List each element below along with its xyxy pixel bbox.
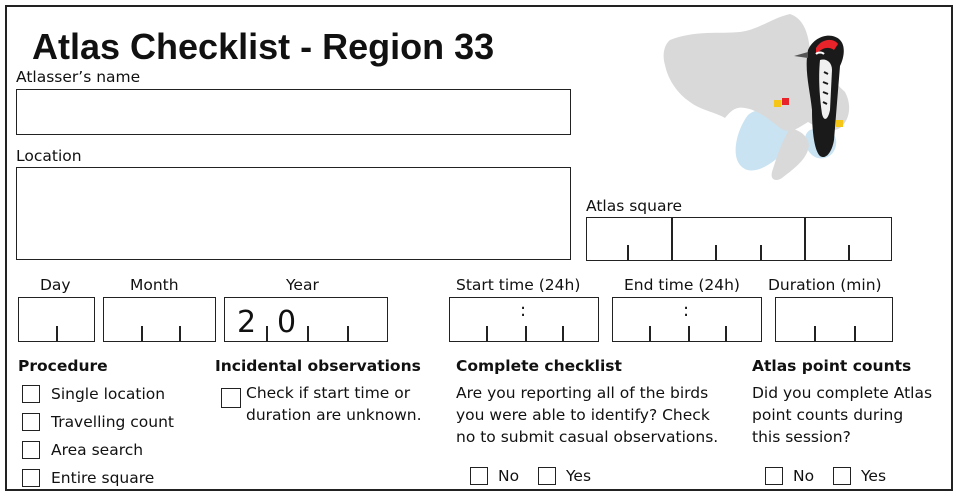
point-counts-line-1: Did you complete Atlas [752,384,933,402]
start-time-colon: : [520,300,527,321]
duration-field[interactable] [775,297,893,342]
year-digit-1: 2 [237,305,257,340]
incidental-line-1: Check if start time or [246,384,411,402]
complete-checklist-line-2: you were able to identify? Check [456,406,710,424]
point-counts-line-3: this session? [752,428,851,446]
point-counts-no-label: No [793,467,815,485]
complete-checklist-yes-checkbox[interactable] [538,467,556,485]
point-counts-yes-label: Yes [861,467,887,485]
complete-checklist-no-checkbox[interactable] [470,467,488,485]
start-time-field[interactable]: : [449,297,599,342]
woodpecker-icon [794,35,844,158]
complete-checklist-line-1: Are you reporting all of the birds [456,384,709,402]
month-field[interactable] [103,297,216,342]
incidental-line-2: duration are unknown. [246,406,422,424]
marker-yellow-east [836,120,843,127]
point-counts-heading: Atlas point counts [752,357,912,375]
procedure-single-location-label: Single location [51,385,166,403]
complete-checklist-heading: Complete checklist [456,357,622,375]
atlasser-name-label: Atlasser’s name [16,68,141,86]
end-time-colon: : [683,300,690,321]
start-time-label: Start time (24h) [456,276,581,294]
marker-yellow-west [774,100,781,107]
location-label: Location [16,147,82,165]
complete-checklist-no-label: No [498,467,520,485]
year-field[interactable]: 2 0 [224,297,388,342]
incidental-checkbox[interactable] [221,388,241,408]
atlas-square-field[interactable] [586,217,892,261]
region-map-image [663,14,850,180]
procedure-travelling-count-checkbox[interactable] [22,413,40,431]
location-field[interactable] [16,167,571,260]
atlas-square-label: Atlas square [586,197,683,215]
marker-red-west [782,98,789,105]
procedure-area-search-label: Area search [51,441,144,459]
procedure-entire-square-checkbox[interactable] [22,469,40,487]
point-counts-no-checkbox[interactable] [765,467,783,485]
procedure-heading: Procedure [18,357,108,375]
complete-checklist-line-3: no to submit casual observations. [456,428,719,446]
incidental-heading: Incidental observations [215,357,421,375]
procedure-area-search-checkbox[interactable] [22,441,40,459]
day-label: Day [40,276,71,294]
month-label: Month [130,276,179,294]
point-counts-yes-checkbox[interactable] [833,467,851,485]
end-time-label: End time (24h) [624,276,740,294]
form-title: Atlas Checklist - Region 33 [32,26,495,67]
duration-label: Duration (min) [768,276,882,294]
map-land-south [771,128,809,180]
procedure-single-location-checkbox[interactable] [22,385,40,403]
complete-checklist-yes-label: Yes [566,467,592,485]
year-digit-2: 0 [277,305,297,340]
year-label: Year [286,276,319,294]
point-counts-line-2: point counts during [752,406,904,424]
map-land [663,14,850,131]
atlasser-name-field[interactable] [16,89,571,135]
procedure-travelling-count-label: Travelling count [51,413,175,431]
form-frame [5,5,953,491]
end-time-field[interactable]: : [612,297,762,342]
day-field[interactable] [18,297,95,342]
procedure-entire-square-label: Entire square [51,469,155,487]
